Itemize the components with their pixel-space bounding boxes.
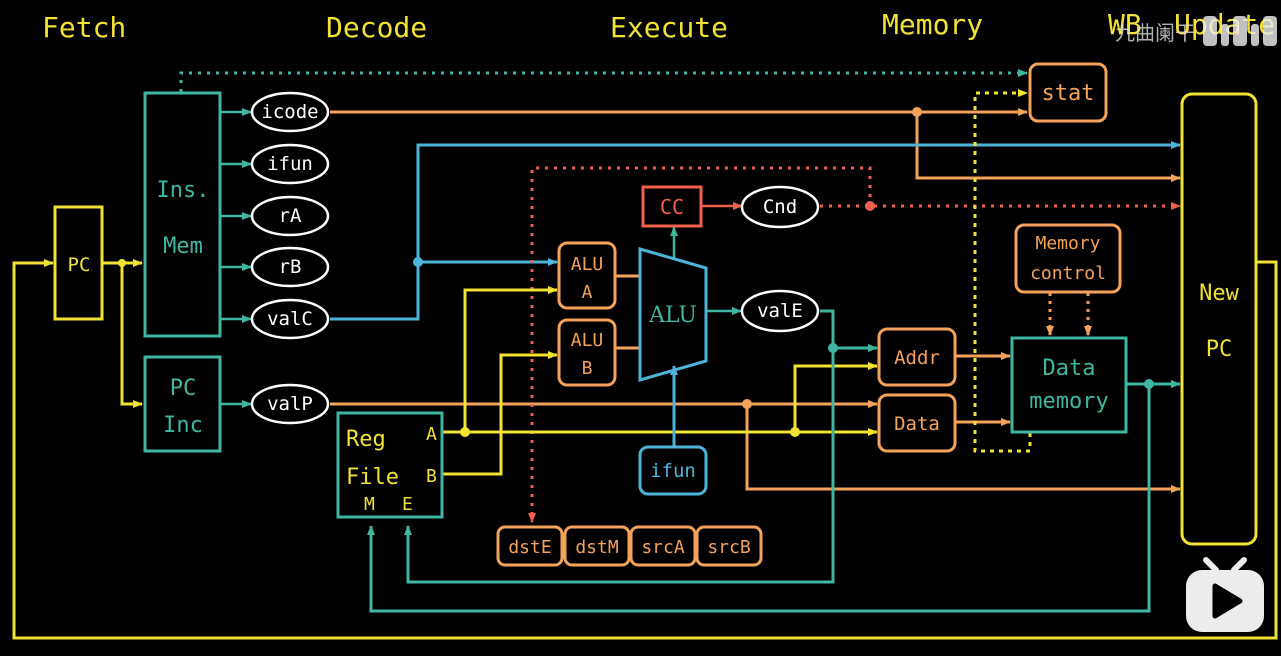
ins-mem-label-1: Ins. xyxy=(157,178,210,203)
wire-valc-newpc xyxy=(330,141,1181,321)
signal-ra-label: rA xyxy=(279,205,302,227)
dst-e-box xyxy=(496,525,564,567)
stat-box xyxy=(1028,62,1108,123)
wire-icode-newpc xyxy=(915,112,1181,182)
src-a-label: srcA xyxy=(641,537,685,558)
signal-ifun xyxy=(250,143,330,185)
signal-ifun-label: ifun xyxy=(267,153,313,175)
src-b-box xyxy=(695,525,763,567)
data-memory xyxy=(1010,336,1128,434)
dst-m-box xyxy=(563,525,631,567)
alu-unit xyxy=(638,247,708,382)
reg-port-m: M xyxy=(364,494,375,515)
signal-valp-label: valP xyxy=(267,393,313,415)
wire-rega-alua xyxy=(463,286,558,432)
dst-e-label: dstE xyxy=(508,537,551,558)
stage-execute: Execute xyxy=(610,11,728,44)
junction-mem xyxy=(1144,379,1154,389)
new-pc-label-2: PC xyxy=(1206,337,1233,362)
junction-valc xyxy=(413,257,423,267)
condition-codes xyxy=(641,185,703,228)
wire-valp-newpc xyxy=(745,404,1181,493)
ifun-exec-box xyxy=(638,445,708,496)
wire-mem-regm xyxy=(367,384,1151,613)
signal-cnd xyxy=(740,185,820,229)
reg-port-b: B xyxy=(426,466,437,487)
junction-icode xyxy=(912,107,922,117)
pc-increment xyxy=(143,355,222,453)
memory-control xyxy=(1014,223,1122,294)
play-badge-icon[interactable] xyxy=(1184,556,1266,634)
wire-newpc-to-pc xyxy=(12,259,1278,640)
wire-red-dst xyxy=(528,166,872,523)
watermark-text: 九曲阑干 xyxy=(1115,20,1195,45)
alu-a-label-2: A xyxy=(582,282,593,303)
stage-wb: WB xyxy=(1108,8,1142,41)
junction-rega-addr xyxy=(790,427,800,437)
stage-fetch: Fetch xyxy=(42,11,126,44)
instruction-memory xyxy=(143,91,222,338)
signal-vale-label: valE xyxy=(757,300,803,322)
wire-insmem-stat xyxy=(179,69,1028,92)
watermark: 九曲阑干 xyxy=(1115,14,1281,48)
stat-label: stat xyxy=(1042,81,1095,106)
reg-port-a: A xyxy=(426,424,437,445)
signal-cnd-label: Cnd xyxy=(763,196,797,218)
alu-b-label-2: B xyxy=(582,358,593,379)
addr-label: Addr xyxy=(894,347,940,369)
data-memory-label-2: memory xyxy=(1029,389,1108,414)
wire-vale-path xyxy=(404,309,835,584)
signal-icode xyxy=(250,91,330,133)
src-b-label: srcB xyxy=(707,537,750,558)
dst-m-label: dstM xyxy=(575,537,619,558)
wire-regb-alub xyxy=(443,351,558,476)
signal-valc-label: valC xyxy=(267,308,313,330)
junction-vale xyxy=(828,343,838,353)
register-file xyxy=(336,411,444,519)
reg-file-label-2: File xyxy=(346,465,399,490)
signal-valp xyxy=(250,383,330,425)
alu-label: ALU xyxy=(648,303,697,328)
data-memory-label-1: Data xyxy=(1043,356,1096,381)
new-pc-label-1: New xyxy=(1199,281,1239,306)
alu-a-label-1: ALU xyxy=(571,254,604,275)
alu-b-mux xyxy=(557,318,617,387)
signal-rb xyxy=(250,246,330,288)
pc-label: PC xyxy=(68,254,91,276)
bilibili-logo-icon xyxy=(1203,16,1277,46)
reg-port-e: E xyxy=(402,494,413,515)
memory-control-label-1: Memory xyxy=(1035,233,1100,254)
wire-pc-to-pcinc xyxy=(120,263,143,408)
data-mux xyxy=(877,393,957,453)
alu-b-label-1: ALU xyxy=(571,330,604,351)
cc-label: CC xyxy=(660,195,684,219)
junction-cnd xyxy=(865,201,875,211)
pc-inc-label-2: Inc xyxy=(163,413,203,438)
stage-memory: Memory xyxy=(882,8,983,41)
memory-control-label-2: control xyxy=(1030,263,1106,284)
wire-rega-addr xyxy=(793,362,878,432)
addr-mux xyxy=(877,327,957,387)
src-a-box xyxy=(629,525,697,567)
wire-mem-stat xyxy=(973,89,1032,453)
junction-pc xyxy=(118,259,126,267)
signal-vale xyxy=(740,289,820,333)
signal-valc xyxy=(250,298,330,340)
ins-mem-label-2: Mem xyxy=(163,234,203,259)
ifun-exec-label: ifun xyxy=(650,460,696,482)
data-label: Data xyxy=(894,413,940,435)
pc-register xyxy=(53,205,104,321)
junction-valp xyxy=(742,399,752,409)
new-pc-block xyxy=(1180,92,1258,546)
alu-a-mux xyxy=(557,241,617,310)
reg-file-label-1: Reg xyxy=(346,427,386,452)
pc-inc-label-1: PC xyxy=(170,376,197,401)
signal-rb-label: rB xyxy=(279,256,302,278)
stage-decode: Decode xyxy=(326,11,427,44)
signal-ra xyxy=(250,195,330,237)
signal-icode-label: icode xyxy=(261,101,318,123)
